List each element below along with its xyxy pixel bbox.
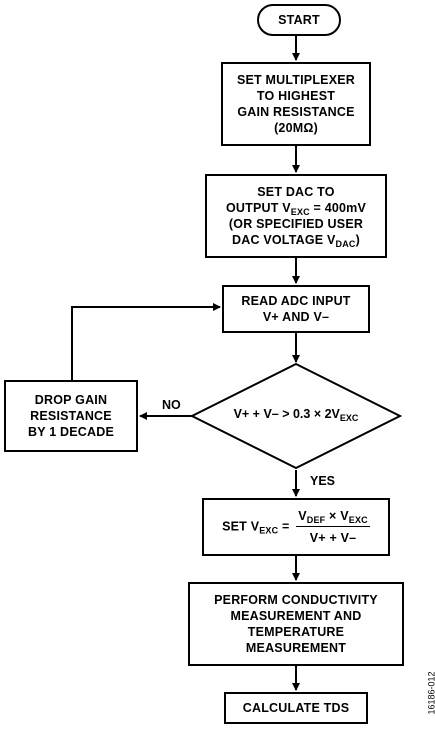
- read-adc-line-1: READ ADC INPUT: [241, 294, 351, 308]
- measure-line-1: PERFORM CONDUCTIVITY: [214, 593, 378, 607]
- start-node: START: [257, 4, 341, 36]
- set-vexc-formula: SET VEXC = VDEF × VEXC V+ + V–: [222, 508, 370, 546]
- calculate-tds-node: CALCULATE TDS: [224, 692, 368, 724]
- set-mux-line-4: (20MΩ): [274, 121, 318, 135]
- yes-label: YES: [310, 474, 336, 488]
- start-label: START: [278, 13, 320, 27]
- drop-gain-line-1: DROP GAIN: [34, 393, 108, 407]
- read-adc-node: READ ADC INPUT V+ AND V–: [222, 285, 370, 333]
- set-vexc-node: SET VEXC = VDEF × VEXC V+ + V–: [202, 498, 390, 556]
- decision-condition: V+ + V– > 0.3 × 2VEXC: [233, 407, 359, 423]
- vexc-denominator: V+ + V–: [309, 531, 357, 545]
- set-multiplexer-node: SET MULTIPLEXER TO HIGHEST GAIN RESISTAN…: [221, 62, 371, 146]
- measure-line-2: MEASUREMENT AND: [230, 609, 362, 623]
- no-label: NO: [162, 398, 181, 412]
- arrow-drop-to-read: [71, 303, 221, 380]
- vexc-numerator: VDEF × VEXC: [296, 509, 370, 527]
- set-mux-line-1: SET MULTIPLEXER: [236, 73, 356, 87]
- set-dac-line-1: SET DAC TO: [257, 185, 335, 199]
- set-dac-line-4: DAC VOLTAGE VDAC): [231, 233, 360, 249]
- decision-diamond: [189, 362, 403, 470]
- figure-id: 16186-012: [426, 671, 435, 715]
- drop-gain-line-2: RESISTANCE: [30, 409, 112, 423]
- set-dac-line-2: OUTPUT VEXC = 400mV: [225, 201, 367, 217]
- drop-gain-line-3: BY 1 DECADE: [27, 425, 115, 439]
- set-mux-line-3: GAIN RESISTANCE: [237, 105, 355, 119]
- set-dac-node: SET DAC TO OUTPUT VEXC = 400mV (OR SPECI…: [205, 174, 387, 258]
- set-dac-line-3: (OR SPECIFIED USER: [228, 217, 364, 231]
- measurement-node: PERFORM CONDUCTIVITY MEASUREMENT AND TEM…: [188, 582, 404, 666]
- set-mux-line-2: TO HIGHEST: [256, 89, 336, 103]
- measure-line-4: MEASUREMENT: [245, 641, 347, 655]
- measure-line-3: TEMPERATURE: [247, 625, 345, 639]
- read-adc-line-2: V+ AND V–: [262, 310, 330, 324]
- calculate-tds-label: CALCULATE TDS: [242, 701, 350, 715]
- drop-gain-node: DROP GAIN RESISTANCE BY 1 DECADE: [4, 380, 138, 452]
- vexc-fraction: VDEF × VEXC V+ + V–: [296, 508, 370, 546]
